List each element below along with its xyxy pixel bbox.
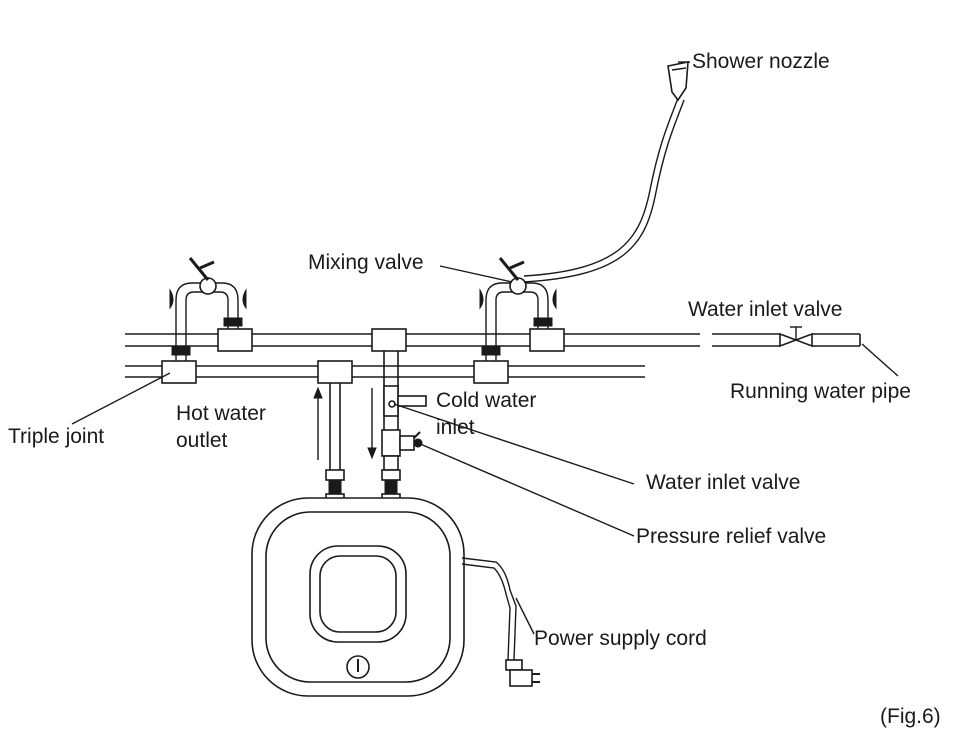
running-water-pipe-label: Running water pipe: [730, 380, 911, 403]
left-mixing-valve: [169, 257, 247, 361]
power-supply-cord-label: Power supply cord: [534, 627, 707, 650]
power-cord: [461, 557, 540, 687]
triple-joint-label: Triple joint: [8, 425, 104, 448]
inlet-valve-symbol: [779, 326, 861, 348]
cold-water-inlet-label-line2: inlet: [436, 416, 475, 439]
right-mixing-valve: [479, 257, 557, 361]
shower-nozzle-label: Shower nozzle: [692, 50, 830, 73]
water-heater: [251, 497, 465, 697]
cold-water-inlet-label-line1: Cold water: [436, 389, 536, 412]
flow-arrows: [313, 386, 377, 460]
water-inlet-valve-label: Water inlet valve: [646, 471, 800, 494]
mixing-valve-label: Mixing valve: [308, 251, 424, 274]
hot-water-outlet-label-line2: outlet: [176, 429, 228, 452]
water-inlet-valve-top-label: Water inlet valve: [688, 298, 842, 321]
lower-pipe: [125, 365, 645, 378]
shower-hose: [523, 61, 689, 283]
tee-joints: [161, 328, 565, 384]
leader-lines: [71, 61, 899, 635]
vertical-pipes: [325, 351, 427, 501]
figure-number: (Fig.6): [880, 705, 941, 728]
pressure-relief-valve-label: Pressure relief valve: [636, 525, 826, 548]
hot-water-outlet-label-line1: Hot water: [176, 402, 266, 425]
